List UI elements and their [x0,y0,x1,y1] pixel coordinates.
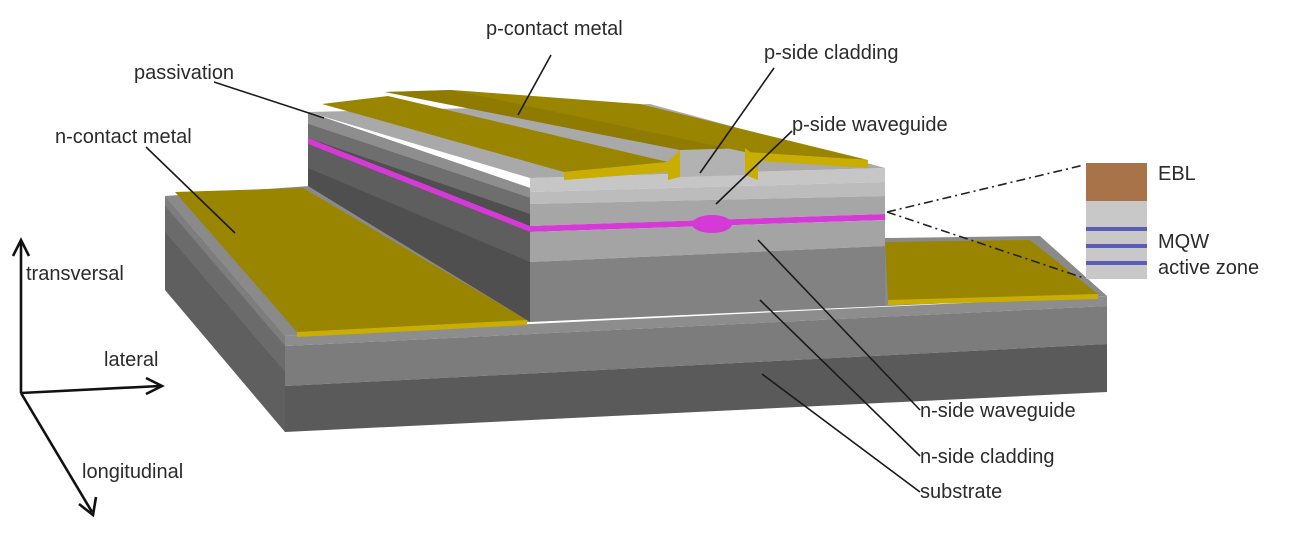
label-substrate: substrate [920,481,1002,503]
base-front-n-waveguide [285,296,1107,346]
inset-well-2 [1086,244,1147,248]
axis-longitudinal [19,392,94,513]
label-active-zone: active zone [1158,257,1259,279]
label-transversal: transversal [26,263,124,285]
leader-substrate [761,373,921,493]
p-contact-metal-right-flank [452,90,868,160]
arrow-transversal [11,237,31,257]
label-n-side-waveguide: n-side waveguide [920,400,1076,422]
inset-well-3 [1086,261,1147,265]
ridge-front-p-cladding [530,182,885,204]
inset-barrier [1086,201,1147,279]
inset-projection-bottom [886,211,1085,279]
leader-n-contact [145,146,236,234]
leader-n-waveguide [757,239,921,411]
ridge-front-passivation [530,168,885,192]
leader-p-waveguide [715,130,793,205]
p-ridge-front [680,148,745,177]
arrow-longitudinal [78,496,98,518]
ridge-front-p-waveguide [530,196,885,226]
label-p-side-waveguide: p-side waveguide [792,114,948,136]
base-front-n-cladding [285,306,1107,386]
axis-lateral [20,384,161,395]
base-front-substrate [285,344,1107,432]
inset-well-1 [1086,227,1147,231]
label-p-side-cladding: p-side cladding [764,42,899,64]
leader-p-contact [517,54,552,116]
leader-passivation [213,81,325,119]
ridge-front-n-cladding [530,246,885,322]
leader-p-cladding [699,67,775,174]
n-contact-metal-left [175,188,527,332]
n-contact-metal-right [885,240,1098,300]
p-contact-metal-left-flank [322,96,668,172]
arrow-lateral [145,376,165,396]
leader-lines [145,54,921,493]
label-longitudinal: longitudinal [82,461,183,483]
p-contact-metal-top [385,90,745,150]
label-passivation: passivation [134,62,234,84]
inset-projection-top [886,164,1085,213]
label-n-side-cladding: n-side cladding [920,446,1055,468]
active-layer-side [308,138,530,232]
label-mqw: MQW [1158,231,1209,253]
label-n-contact-metal: n-contact metal [55,126,192,148]
label-lateral: lateral [104,349,158,371]
leader-n-cladding [759,299,921,457]
label-ebl: EBL [1158,163,1196,185]
inset-ebl [1086,163,1147,201]
axes [11,237,165,518]
ridge-front-n-waveguide [530,220,885,262]
optical-mode-spot [692,215,732,233]
label-p-contact-metal: p-contact metal [486,18,623,40]
